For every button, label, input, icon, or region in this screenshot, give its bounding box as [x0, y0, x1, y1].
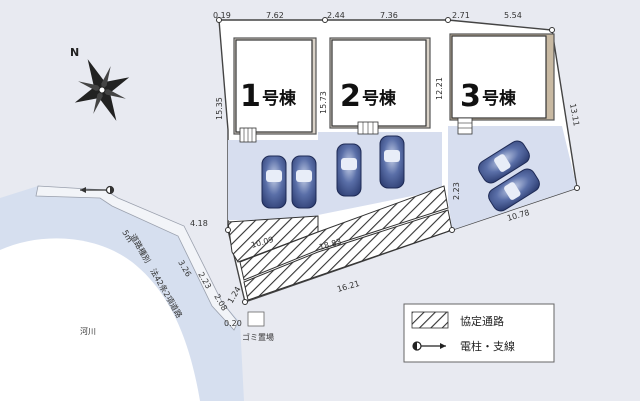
building-2 [331, 39, 427, 127]
building-3-label: 3 号棟 [460, 79, 517, 114]
building-1 [235, 39, 313, 133]
legend-hatch-swatch [411, 311, 449, 329]
dim-top-4: 2.71 [452, 11, 470, 20]
dim-15-35: 15.35 [215, 97, 224, 120]
north-label: N [70, 46, 79, 59]
river-bank [0, 238, 200, 401]
garbage-station-label: ゴミ置場 [242, 332, 274, 342]
dim-2-23: 2.23 [452, 182, 461, 200]
steps-3 [457, 117, 473, 135]
building-2-suffix: 号棟 [362, 88, 397, 109]
dim-4-18: 4.18 [190, 219, 208, 228]
building-2-label: 2 号棟 [340, 79, 397, 114]
car-1a [261, 155, 287, 209]
building-3 [451, 35, 547, 119]
legend-pole-label: 電柱・支線 [460, 339, 515, 353]
dim-top-0: 0.19 [213, 11, 231, 20]
dim-top-2: 2.44 [327, 11, 345, 20]
legend: 協定通路 電柱・支線 [403, 303, 555, 363]
car-1b [291, 155, 317, 209]
road-strip [35, 185, 239, 331]
building-3-number: 3 [460, 79, 481, 114]
dim-top-3: 7.36 [380, 11, 398, 20]
garbage-station-box [247, 311, 265, 327]
building-3-suffix: 号棟 [482, 88, 517, 109]
car-2b [379, 135, 405, 189]
building-2-number: 2 [340, 79, 361, 114]
dim-13-11: 13.11 [568, 103, 581, 127]
car-3b [488, 168, 540, 212]
building-1-suffix: 号棟 [262, 88, 297, 109]
building-1-label: 1 号棟 [240, 79, 297, 114]
building-1-number: 1 [240, 79, 261, 114]
compass-icon [74, 59, 130, 121]
dim-15-73: 15.73 [319, 91, 328, 114]
dim-12-21: 12.21 [435, 77, 444, 100]
passage-3 [243, 209, 453, 301]
dim-top-5: 5.54 [504, 11, 522, 20]
legend-hatch-label: 協定通路 [460, 314, 504, 328]
steps-2 [357, 121, 379, 135]
lot-vertices [216, 17, 580, 305]
dim-0-20: 0.20 [224, 319, 242, 328]
dim-top-1: 7.62 [266, 11, 284, 20]
utility-pole-icon [80, 185, 115, 195]
river-label: 河川 [80, 326, 96, 336]
steps-1 [239, 127, 257, 143]
car-2a [336, 143, 362, 197]
passage-2 [239, 185, 449, 281]
legend-pole-icon [412, 341, 446, 351]
car-3a [478, 140, 530, 184]
